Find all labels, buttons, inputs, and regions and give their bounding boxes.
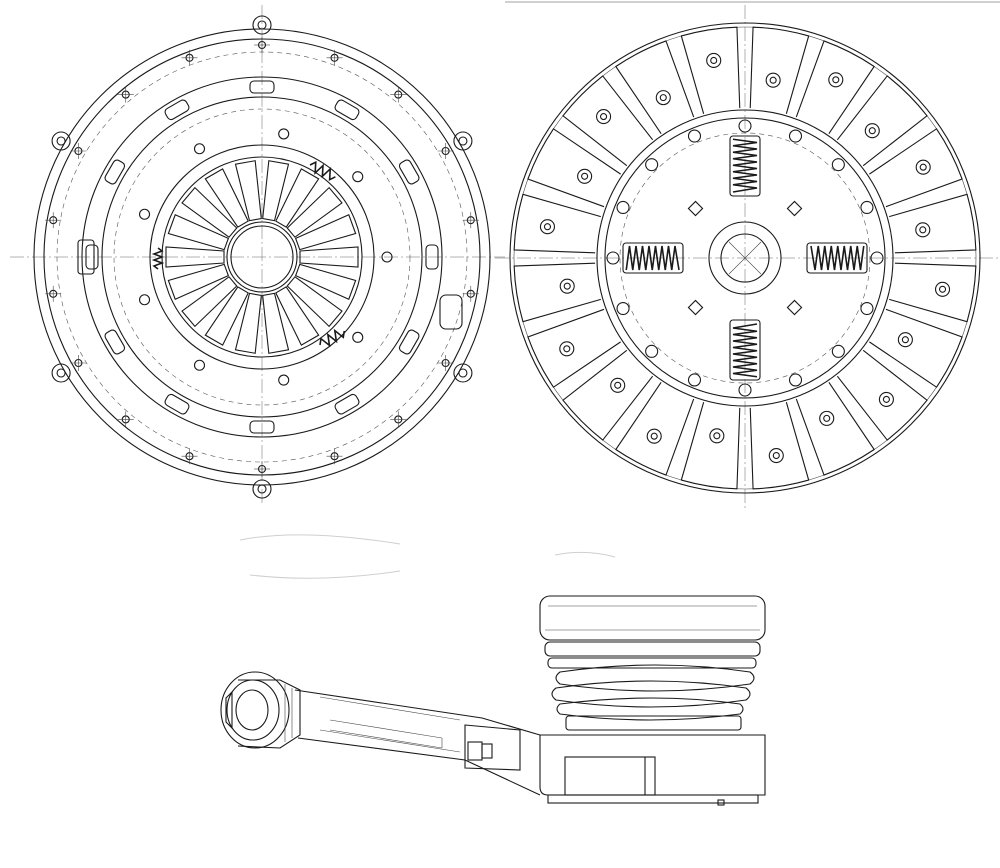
pressure-plate-drawing [10,5,505,505]
clutch-disc-drawing [495,5,1000,508]
release-bearing-drawing [220,595,766,806]
